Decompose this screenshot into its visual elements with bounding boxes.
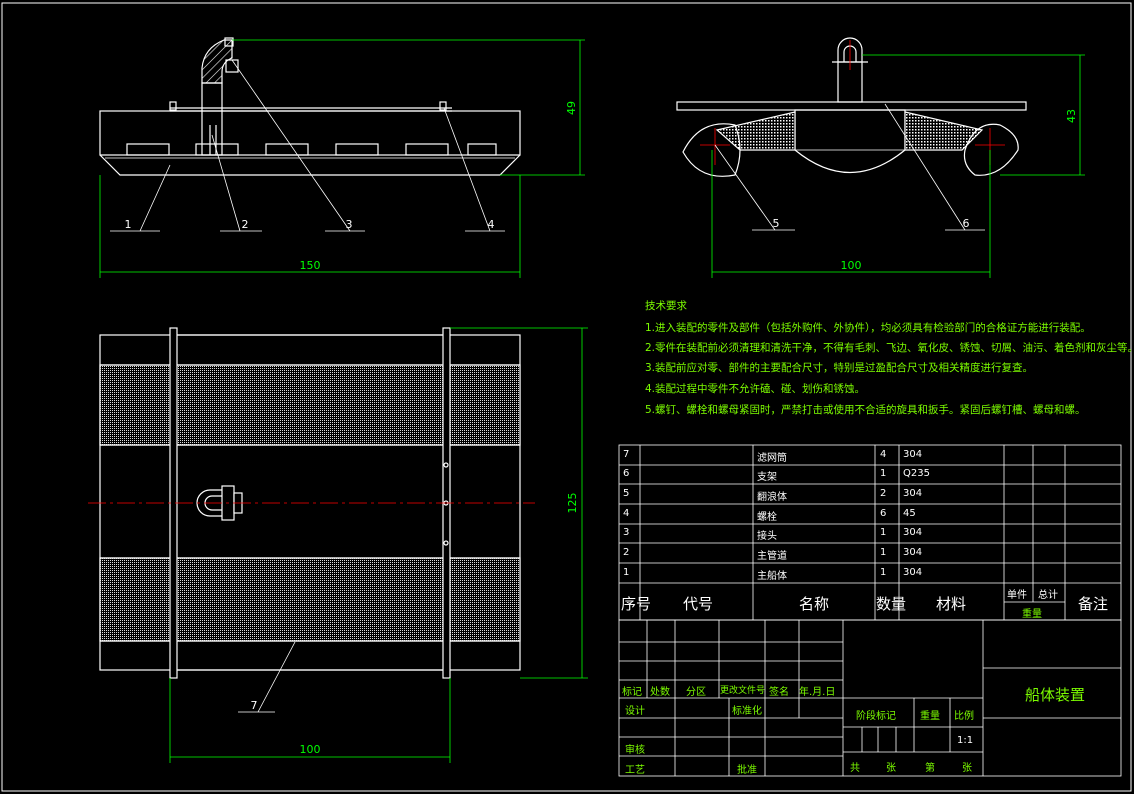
header-total: 总计 (1038, 590, 1058, 601)
part-row-qty: 1 (880, 547, 887, 558)
front-height-dim: 49 (565, 101, 578, 115)
part-row-qty: 1 (880, 468, 887, 479)
top-view-dims (169, 327, 588, 763)
part-row-no: 5 (623, 488, 630, 499)
tb-sheets: 张 (886, 763, 896, 774)
tech-req-2: 2.零件在装配前必须清理和清洗干净，不得有毛刺、飞边、氧化皮、锈蚀、切屑、油污、… (645, 342, 1134, 354)
deck-plate (676, 101, 1027, 111)
header-qty: 数量 (876, 595, 907, 613)
tb-stage-mark: 阶段标记 (856, 711, 896, 722)
header-code: 代号 (683, 595, 714, 613)
part-row-name: 主船体 (757, 571, 787, 582)
part-row-no: 3 (623, 527, 630, 538)
callout-4: 4 (488, 218, 495, 231)
tb-change-doc: 更改文件号 (720, 686, 766, 696)
part-row-material: 304 (903, 449, 923, 460)
top-height-dim: 125 (566, 493, 579, 514)
tb-check: 审核 (625, 745, 645, 756)
tb-design: 设计 (625, 706, 645, 717)
header-remark: 备注 (1078, 595, 1109, 613)
part-row-no: 1 (623, 567, 630, 578)
tech-req-3: 3.装配前应对零、部件的主要配合尺寸，特别是过盈配合尺寸及相关精度进行复查。 (645, 362, 1034, 374)
tb-weight: 重量 (920, 711, 940, 722)
callout-6: 6 (963, 217, 970, 230)
side-float-right (963, 123, 1019, 176)
part-row-name: 滤网筒 (757, 453, 787, 464)
tech-req-4: 4.装配过程中零件不允许磕、碰、划伤和锈蚀。 (645, 383, 866, 395)
side-float-left (682, 123, 741, 177)
tech-req-5: 5.螺钉、螺栓和螺母紧固时，严禁打击或使用不合适的旋具和扳手。紧固后螺钉槽、螺母… (645, 404, 1086, 416)
part-row-qty: 6 (880, 508, 887, 519)
part-row-qty: 4 (880, 449, 887, 460)
part-row-material: 304 (903, 547, 923, 558)
side-width-dim: 100 (841, 259, 862, 272)
part-row-material: Q235 (903, 468, 930, 479)
part-row-no: 7 (623, 449, 630, 460)
tb-approve: 批准 (737, 765, 757, 776)
drawing-title: 船体装置 (1025, 686, 1086, 704)
parts-table-grid (618, 444, 1122, 777)
side-leaders (714, 103, 985, 231)
top-width-dim: 100 (300, 743, 321, 756)
tb-total-sheets: 共 (850, 763, 860, 774)
top-leaders (238, 641, 296, 713)
part-row-no: 6 (623, 468, 630, 479)
side-height-dim: 43 (1065, 109, 1078, 123)
part-row-name: 接头 (757, 531, 777, 542)
header-weight: 重量 (1022, 609, 1042, 620)
part-row-no: 2 (623, 547, 630, 558)
header-material: 材料 (936, 595, 967, 613)
front-view (99, 37, 521, 176)
part-row-material: 304 (903, 488, 923, 499)
part-row-material: 45 (903, 508, 916, 519)
callout-5: 5 (773, 217, 780, 230)
tech-req-1: 1.进入装配的零件及部件（包括外购件、外协件），均必须具有检验部门的合格证方能进… (645, 322, 1091, 334)
header-name: 名称 (799, 595, 830, 613)
part-row-name: 支架 (757, 472, 777, 483)
tb-date: 年.月.日 (799, 687, 836, 698)
tb-mark: 标记 (622, 687, 642, 698)
part-row-qty: 2 (880, 488, 887, 499)
tb-sign: 签名 (769, 687, 789, 698)
tb-standardize: 标准化 (732, 706, 762, 717)
callout-3: 3 (346, 218, 353, 231)
part-row-material: 304 (903, 567, 923, 578)
tb-process: 工艺 (625, 765, 645, 776)
side-view (676, 37, 1027, 177)
tb-sheet-no: 第 (925, 763, 935, 774)
tb-zone: 分区 (686, 687, 706, 698)
front-width-dim: 150 (300, 259, 321, 272)
side-view-dims (711, 54, 1085, 278)
tb-sheet: 张 (962, 763, 972, 774)
front-leaders (110, 59, 505, 232)
part-row-material: 304 (903, 527, 923, 538)
part-row-qty: 1 (880, 567, 887, 578)
part-row-name: 主管道 (757, 551, 787, 562)
part-row-qty: 1 (880, 527, 887, 538)
hull-body (99, 110, 521, 156)
bolt-part4 (439, 101, 447, 111)
header-single: 单件 (1007, 590, 1027, 601)
front-view-dims (99, 39, 585, 278)
callout-2: 2 (242, 218, 249, 231)
part-row-no: 4 (623, 508, 630, 519)
callout-1: 1 (125, 218, 132, 231)
header-no: 序号 (621, 595, 652, 613)
tb-scale: 比例 (954, 711, 974, 722)
part-row-name: 螺栓 (757, 512, 777, 523)
tb-count: 处数 (650, 687, 670, 698)
tb-scale-value: 1:1 (957, 735, 974, 746)
tech-requirements-heading: 技术要求 (645, 300, 687, 312)
part-row-name: 翻浪体 (757, 492, 787, 503)
callout-7: 7 (251, 699, 258, 712)
